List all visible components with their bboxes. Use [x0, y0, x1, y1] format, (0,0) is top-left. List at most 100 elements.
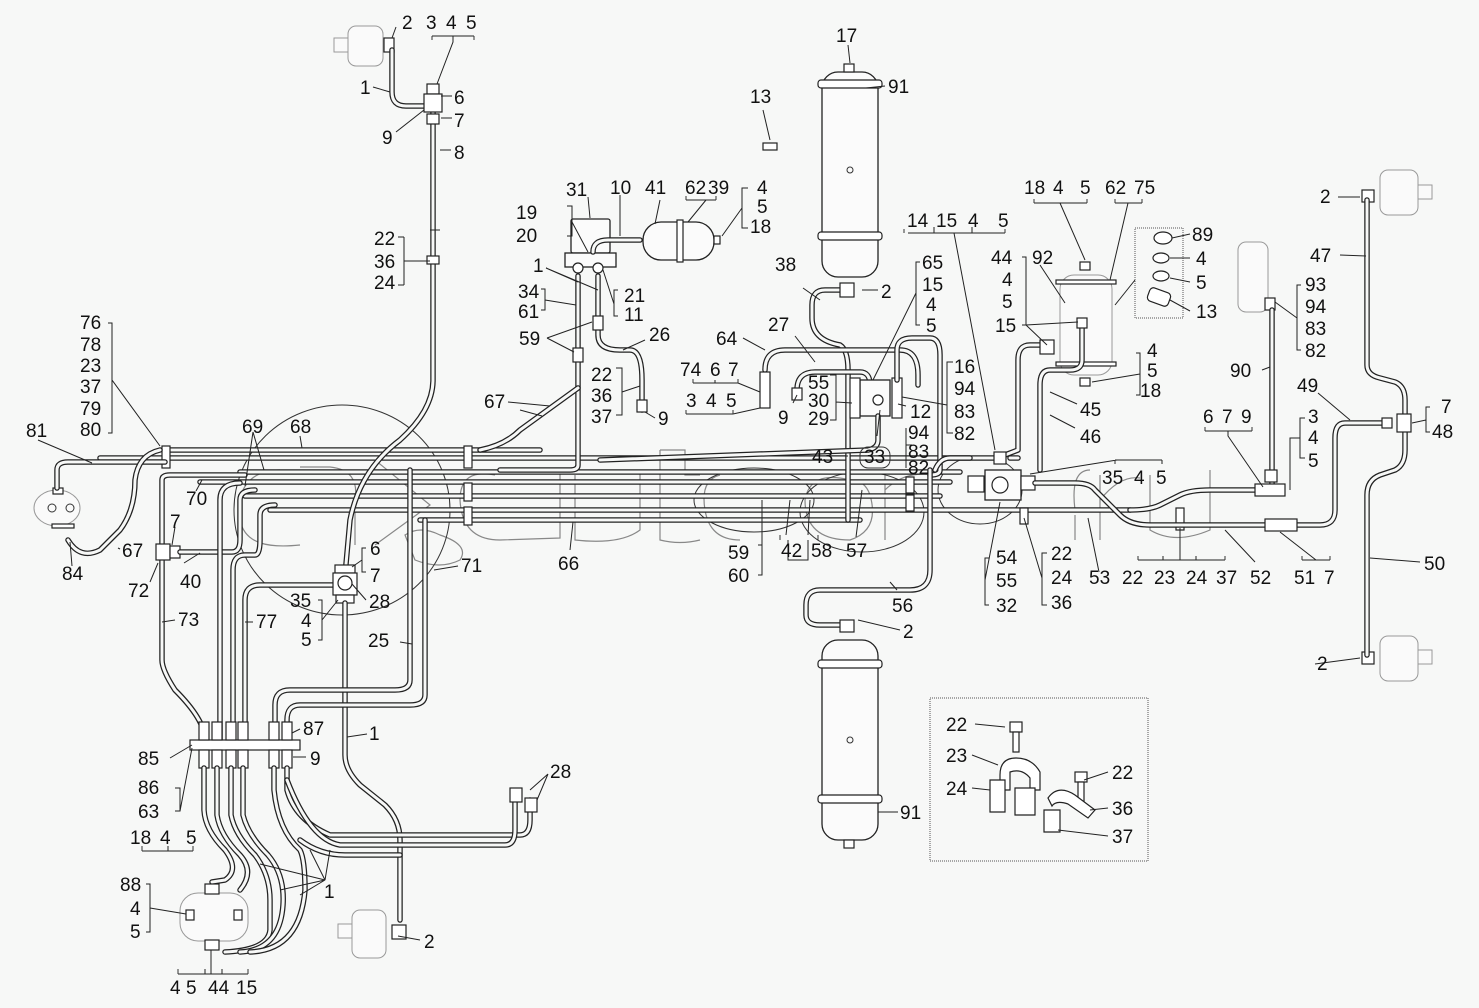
callout: 23 — [946, 746, 967, 767]
callout: 13 — [1196, 302, 1217, 323]
callout: 83 — [954, 402, 975, 423]
callout: 3 — [1308, 407, 1319, 428]
brake-chamber-rear-right — [1361, 635, 1433, 682]
brake-chamber-front-right — [1361, 169, 1433, 216]
callout: 85 — [138, 749, 159, 770]
callout: 5 — [1308, 451, 1319, 472]
bundle-clamps — [161, 445, 1185, 531]
callout: 7 — [170, 512, 181, 533]
callout: 7 — [370, 566, 381, 587]
callout: 92 — [1032, 248, 1053, 269]
callout: 59 — [728, 543, 749, 564]
callout: 14 — [907, 211, 929, 232]
callout: 47 — [1310, 246, 1331, 267]
callout: 62 — [1105, 178, 1126, 199]
lower-pipe-bundle — [201, 765, 533, 955]
callout: 63 — [138, 802, 159, 823]
callout: 2 — [903, 622, 914, 643]
callout: 32 — [996, 596, 1017, 617]
callout: 5 — [466, 13, 477, 34]
callout: 91 — [900, 803, 921, 824]
callout: 3 — [426, 13, 437, 34]
callout: 2 — [881, 282, 892, 303]
callout: 37 — [80, 377, 101, 398]
callout: 31 — [566, 180, 587, 201]
callout: 4 — [1134, 468, 1145, 489]
callout: 71 — [461, 556, 482, 577]
callout: 11 — [624, 305, 644, 326]
callout: 6 — [1203, 407, 1214, 428]
callout: 22 — [591, 365, 612, 386]
callout: 2 — [1317, 654, 1328, 675]
relay-valve-block — [849, 377, 903, 419]
callout: 38 — [775, 255, 796, 276]
manifold-fittings-top — [198, 721, 293, 741]
callout: 17 — [836, 26, 857, 47]
callout: 81 — [26, 421, 47, 442]
callout: 18 — [1140, 381, 1161, 402]
air-receiver-upper — [817, 63, 883, 278]
callout: 59 — [519, 329, 540, 350]
callout: 30 — [808, 391, 829, 412]
callout: 21 — [624, 286, 645, 307]
callout: 5 — [130, 922, 141, 943]
leader-lines — [37, 26, 1430, 975]
callout: 52 — [1250, 568, 1271, 589]
callout: 27 — [768, 315, 789, 336]
label-brackets — [141, 36, 1331, 974]
callout: 18 — [130, 828, 151, 849]
callout: 5 — [1196, 273, 1207, 294]
inset-valve-parts — [1114, 227, 1184, 319]
lower-left-valve — [179, 883, 249, 951]
callout: 84 — [62, 564, 84, 585]
callout: 46 — [1080, 427, 1101, 448]
brake-valve — [564, 218, 617, 274]
callout: 9 — [778, 408, 789, 429]
callout: 2 — [1320, 187, 1331, 208]
callout: 24 — [1051, 568, 1073, 589]
callout: 6 — [370, 539, 381, 560]
callout: 28 — [550, 762, 571, 783]
callout: 4 — [968, 211, 979, 232]
callout: 42 — [781, 541, 802, 562]
callout: 77 — [256, 612, 277, 633]
callout: 58 — [811, 541, 832, 562]
callout: 35 — [290, 591, 311, 612]
callout: 37 — [591, 407, 612, 428]
callout: 2 — [424, 932, 435, 953]
callout: 43 — [812, 447, 833, 468]
callout: 87 — [303, 719, 324, 740]
callout: 9 — [310, 749, 321, 770]
callout: 5 — [301, 630, 312, 651]
callout: 15 — [936, 211, 957, 232]
callout: 60 — [728, 566, 749, 587]
callout: 55 — [996, 571, 1017, 592]
callout: 73 — [178, 610, 199, 631]
callout: 7 — [728, 360, 739, 381]
callout: 83 — [908, 442, 929, 463]
distributor-valve — [967, 451, 1036, 501]
callout: 15 — [922, 275, 943, 296]
callout: 4 — [1147, 341, 1158, 362]
callout: 94 — [1305, 297, 1327, 318]
callout: 37 — [1112, 827, 1133, 848]
sensor-13-top — [762, 142, 778, 151]
callout: 45 — [1080, 400, 1101, 421]
callout: 66 — [558, 554, 579, 575]
callout: 15 — [236, 978, 257, 999]
callout: 62 — [685, 178, 706, 199]
callout: 35 — [1102, 468, 1123, 489]
callout: 82 — [1305, 341, 1326, 362]
callout: 1 — [324, 882, 335, 903]
brake-chamber-front-left — [333, 25, 395, 67]
callout: 22 — [946, 715, 967, 736]
callout: 67 — [122, 541, 143, 562]
small-receiver — [642, 219, 721, 263]
callout: 9 — [382, 128, 393, 149]
callout: 36 — [1051, 593, 1072, 614]
callout: 9 — [1241, 407, 1252, 428]
callout: 5 — [998, 211, 1009, 232]
callout: 6 — [710, 360, 721, 381]
callout: 5 — [186, 828, 197, 849]
callout: 53 — [1089, 568, 1110, 589]
